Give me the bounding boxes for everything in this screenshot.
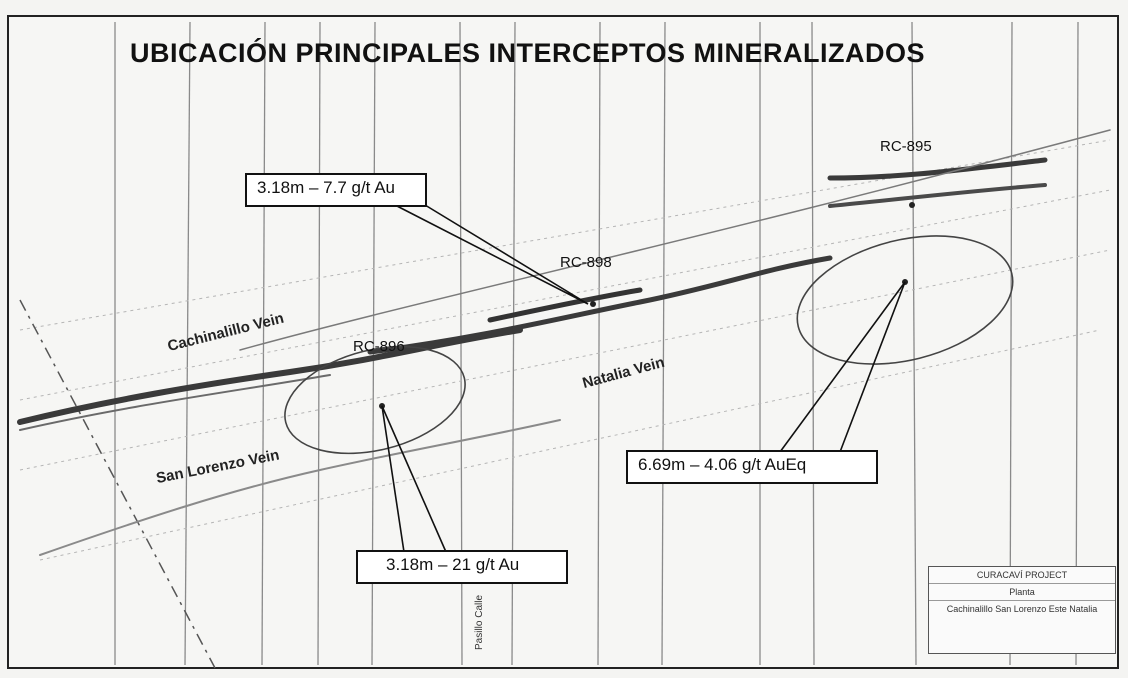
- san-lorenzo-vein-trace: [39, 419, 561, 556]
- target-ellipses: [284, 235, 1014, 455]
- grid-line: [1075, 21, 1079, 666]
- drillhole-label-rc898: RC-898: [560, 254, 612, 271]
- grid-line: [317, 21, 321, 666]
- map-title: UBICACIÓN PRINCIPALES INTERCEPTOS MINERA…: [130, 38, 926, 68]
- leader-bottom-left-a: [381, 405, 405, 553]
- survey-line: [19, 139, 1111, 331]
- left-target-ellipse: [284, 345, 466, 455]
- leader-right-b: [839, 281, 906, 453]
- callout-top-left: 3.18m – 7.7 g/t Au: [245, 173, 427, 207]
- grid-line: [911, 21, 917, 666]
- vein-traces: [17, 129, 1111, 556]
- drillhole-rc895-collar: [909, 202, 915, 208]
- callout-leaders: [381, 204, 906, 553]
- grid-line: [184, 21, 191, 666]
- legend-subtitle: Cachinalillo San Lorenzo Este Natalia: [946, 604, 1098, 614]
- legend-project: CURACAVÍ PROJECT: [929, 567, 1115, 584]
- fault-line: [19, 299, 216, 669]
- natalia-vein-trace: [367, 255, 833, 355]
- survey-line: [19, 249, 1111, 471]
- grid-line: [597, 21, 601, 666]
- callout-right: 6.69m – 4.06 g/t AuEq: [626, 450, 878, 484]
- drillhole-label-rc896: RC-896: [353, 338, 405, 355]
- grid-line: [811, 21, 815, 666]
- legend-plan: Planta: [929, 584, 1115, 601]
- grid-line: [661, 21, 666, 666]
- drillhole-markers: [379, 202, 915, 409]
- survey-lines: [19, 139, 1111, 561]
- leader-bottom-left-b: [381, 405, 447, 553]
- leader-top-left: [394, 204, 589, 305]
- east-vein-trace: [827, 157, 1048, 181]
- cachinalillo-vein-thin: [19, 374, 331, 431]
- drillhole-label-rc895: RC-895: [880, 138, 932, 155]
- survey-line: [39, 329, 1101, 561]
- cachinalillo-vein-trace: [17, 327, 523, 425]
- callout-bottom-left: 3.18m – 21 g/t Au: [356, 550, 568, 584]
- road-label: Pasillo Calle: [474, 594, 485, 650]
- survey-line: [19, 189, 1111, 401]
- leader-right-a: [779, 281, 906, 453]
- drillhole-rc898: [590, 301, 596, 307]
- east-vein-lower: [828, 183, 1047, 208]
- natalia-vein-upper: [487, 287, 643, 323]
- grid-line: [1009, 21, 1013, 666]
- right-target-ellipse: [796, 235, 1014, 365]
- regional-structure: [239, 129, 1111, 351]
- map-legend-box: CURACAVÍ PROJECT Planta Cachinalillo San…: [928, 566, 1116, 654]
